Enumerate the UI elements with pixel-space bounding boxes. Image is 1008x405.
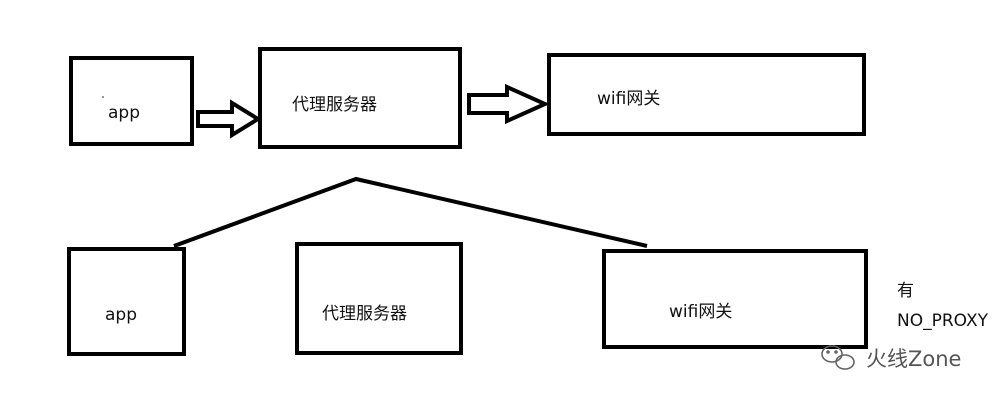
note-line-1: 有: [897, 281, 914, 301]
bottom-app-box: [67, 247, 186, 356]
note-line-2: NO_PROXY: [897, 311, 989, 331]
top-arrow-proxy-to-gateway: [467, 83, 550, 125]
top-app-dot: [102, 96, 104, 98]
bottom-gateway-box: [602, 249, 868, 349]
wechat-icon: [821, 345, 855, 370]
top-app-label: app: [108, 103, 140, 123]
bottom-gateway-label: wifi网关: [669, 302, 732, 322]
bottom-app-label: app: [105, 305, 137, 325]
top-arrow-app-to-proxy: [196, 99, 262, 139]
bottom-proxy-label: 代理服务器: [322, 304, 407, 324]
top-app-box: [69, 56, 194, 146]
watermark-text: 火线Zone: [866, 347, 961, 371]
top-proxy-box: [258, 47, 462, 149]
top-gateway-box: [547, 53, 866, 136]
bottom-proxy-box: [295, 242, 463, 355]
top-proxy-label: 代理服务器: [292, 95, 377, 115]
top-gateway-label: wifi网关: [597, 89, 660, 109]
bypass-line: [173, 176, 648, 248]
